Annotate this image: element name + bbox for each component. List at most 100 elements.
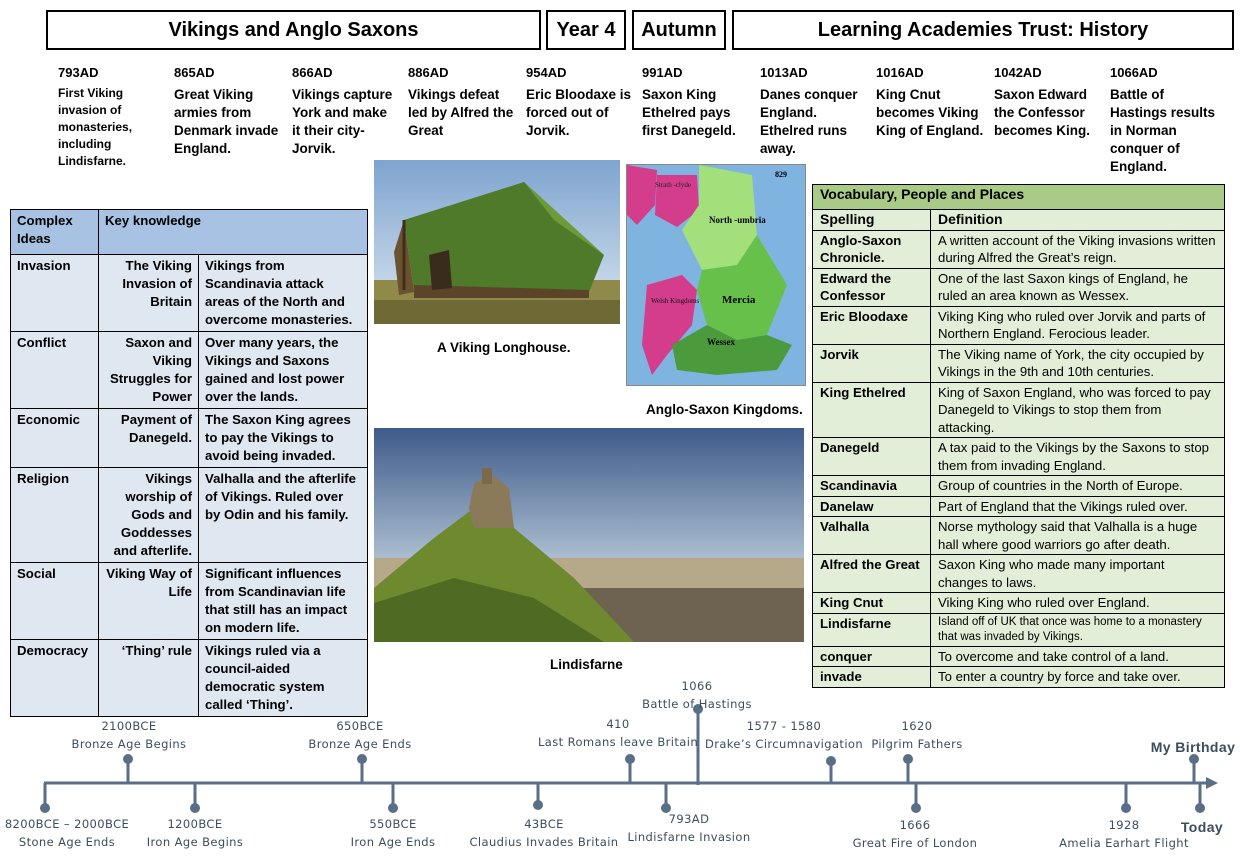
def-cell: Viking King who ruled over Jorvik and pa… [930,305,1225,345]
longhouse-image [374,160,620,324]
def-cell: King of Saxon England, who was forced to… [930,381,1225,438]
knowledge-header: Complex Ideas Key knowledge [10,209,368,255]
def-cell: Saxon King who made many important chang… [930,554,1225,593]
table-row: Conflict Saxon and Viking Struggles for … [10,331,368,409]
idea-cell: Religion [10,467,99,563]
longhouse-caption: A Viking Longhouse. [437,340,571,355]
key-cell: Payment of Danegeld. [98,408,199,468]
topic-title: Vikings and Anglo Saxons [46,10,541,50]
def-cell: The Viking name of York, the city occupi… [930,343,1225,383]
def-cell: One of the last Saxon kings of England, … [930,267,1225,307]
key-cell: The Viking Invasion of Britain [98,254,199,332]
map-caption: Anglo-Saxon Kingdoms. [646,402,803,417]
table-row: Religion Vikings worship of Gods and God… [10,467,368,563]
table-row: Social Viking Way of Life Significant in… [10,562,368,640]
def-cell: Group of countries in the North of Europ… [930,475,1225,497]
def-cell: Part of England that the Vikings ruled o… [930,495,1225,517]
term-cell: King Cnut [812,592,931,614]
idea-cell: Conflict [10,331,99,409]
lindisfarne-caption: Lindisfarne [550,657,623,672]
term-cell: Edward the Confessor [812,267,931,307]
complex-ideas-header: Complex Ideas [10,209,99,255]
term-cell: Anglo-Saxon Chronicle. [812,229,931,269]
year-group: Year 4 [546,10,626,50]
term-cell: Danegeld [812,437,931,476]
vocabulary-table: Vocabulary, People and Places Spelling D… [812,184,1225,688]
def-cell: To enter a country by force and take ove… [930,666,1225,688]
map-label-mercia: Mercia [722,294,756,306]
vocab-title: Vocabulary, People and Places [812,184,1225,210]
term-cell: Jorvik [812,343,931,383]
term-cell: invade [812,666,931,688]
map-label-northumbria: North -umbria [709,215,766,225]
key-knowledge-table: Complex Ideas Key knowledge Invasion The… [10,209,368,717]
trust-name: Learning Academies Trust: History [732,10,1234,50]
def-cell: To overcome and take control of a land. [930,645,1225,667]
term-cell: Valhalla [812,516,931,555]
kingdoms-map: 829 Strath -clyde North -umbria Mercia W… [626,164,806,386]
term-cell: Lindisfarne [812,612,931,647]
table-row: Anglo-Saxon Chronicle.A written account … [812,229,1225,269]
detail-cell: Vikings from Scandinavia attack areas of… [198,254,368,332]
table-row: Invasion The Viking Invasion of Britain … [10,254,368,332]
idea-cell: Economic [10,408,99,468]
detail-cell: Valhalla and the afterlife of Vikings. R… [198,467,368,563]
term-cell: King Ethelred [812,381,931,438]
def-cell: Norse mythology said that Valhalla is a … [930,516,1225,555]
timeline-axis [40,704,1218,813]
detail-cell: Vikings ruled via a council-aided democr… [198,639,368,717]
term-cell: Alfred the Great [812,554,931,593]
key-cell: Vikings worship of Gods and Goddesses an… [98,467,199,563]
map-label-wessex: Wessex [707,337,735,347]
term-cell: Danelaw [812,495,931,517]
detail-cell: The Saxon King agrees to pay the Vikings… [198,408,368,468]
key-knowledge-header: Key knowledge [98,209,368,255]
idea-cell: Democracy [10,639,99,717]
definition-header: Definition [930,209,1225,231]
def-cell: Island off of UK that once was home to a… [930,612,1225,647]
table-row: Democracy ‘Thing’ rule Vikings ruled via… [10,639,368,717]
key-cell: Saxon and Viking Struggles for Power [98,331,199,409]
idea-cell: Invasion [10,254,99,332]
term-cell: Eric Bloodaxe [812,305,931,345]
vocab-title-row: Vocabulary, People and Places [812,184,1225,210]
term-cell: Scandinavia [812,475,931,497]
detail-cell: Over many years, the Vikings and Saxons … [198,331,368,409]
map-label-welsh: Welsh Kingdoms [651,297,700,305]
timeline-today: Today [1180,819,1224,835]
def-cell: Viking King who ruled over England. [930,592,1225,614]
def-cell: A written account of the Viking invasion… [930,229,1225,269]
term-name: Autumn [632,10,726,50]
